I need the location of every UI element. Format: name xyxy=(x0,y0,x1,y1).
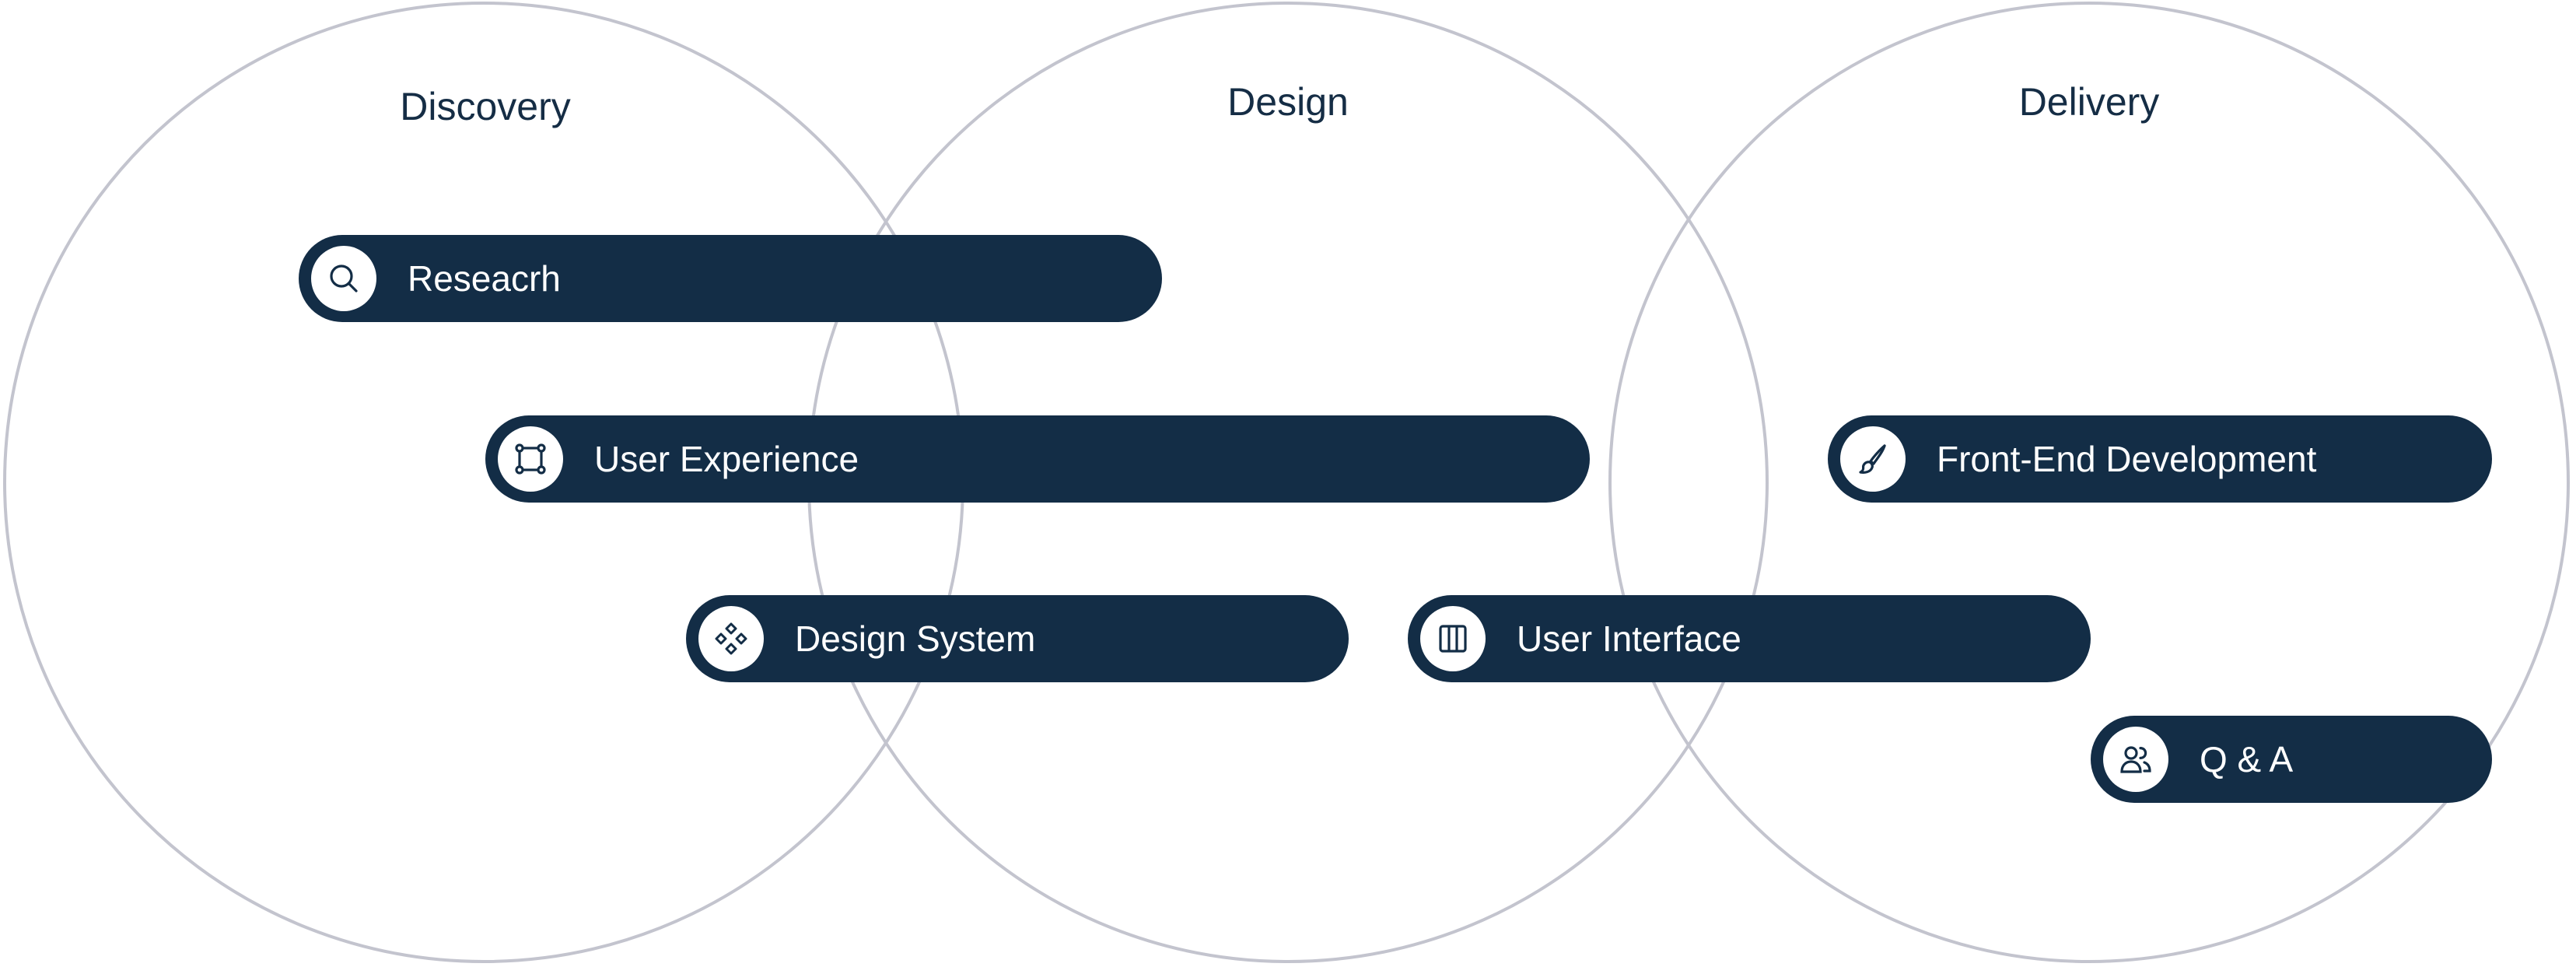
bar-research: Reseacrh xyxy=(299,235,1162,322)
bar-user-interface: User Interface xyxy=(1408,595,2091,682)
circle-title-delivery: Delivery xyxy=(2018,80,2160,124)
bar-label-user-interface: User Interface xyxy=(1517,618,1741,659)
bar-label-front-end-development: Front-End Development xyxy=(1937,439,2317,479)
users-icon xyxy=(2103,727,2168,792)
bar-label-research: Reseacrh xyxy=(408,258,561,299)
components-icon xyxy=(698,606,764,671)
vector-square-icon xyxy=(498,426,563,492)
bar-label-q-and-a: Q & A xyxy=(2200,739,2294,780)
bar-design-system: Design System xyxy=(686,595,1349,682)
bar-label-user-experience: User Experience xyxy=(594,439,859,479)
circle-delivery xyxy=(1608,2,2570,963)
bar-q-and-a: Q & A xyxy=(2091,716,2492,803)
circle-title-design: Design xyxy=(1227,80,1349,124)
paintbrush-icon xyxy=(1840,426,1906,492)
search-icon xyxy=(311,246,376,311)
bar-user-experience: User Experience xyxy=(485,415,1590,503)
circle-title-discovery: Discovery xyxy=(400,85,571,128)
bar-front-end-development: Front-End Development xyxy=(1828,415,2492,503)
columns-icon xyxy=(1420,606,1486,671)
bar-label-design-system: Design System xyxy=(795,618,1036,659)
